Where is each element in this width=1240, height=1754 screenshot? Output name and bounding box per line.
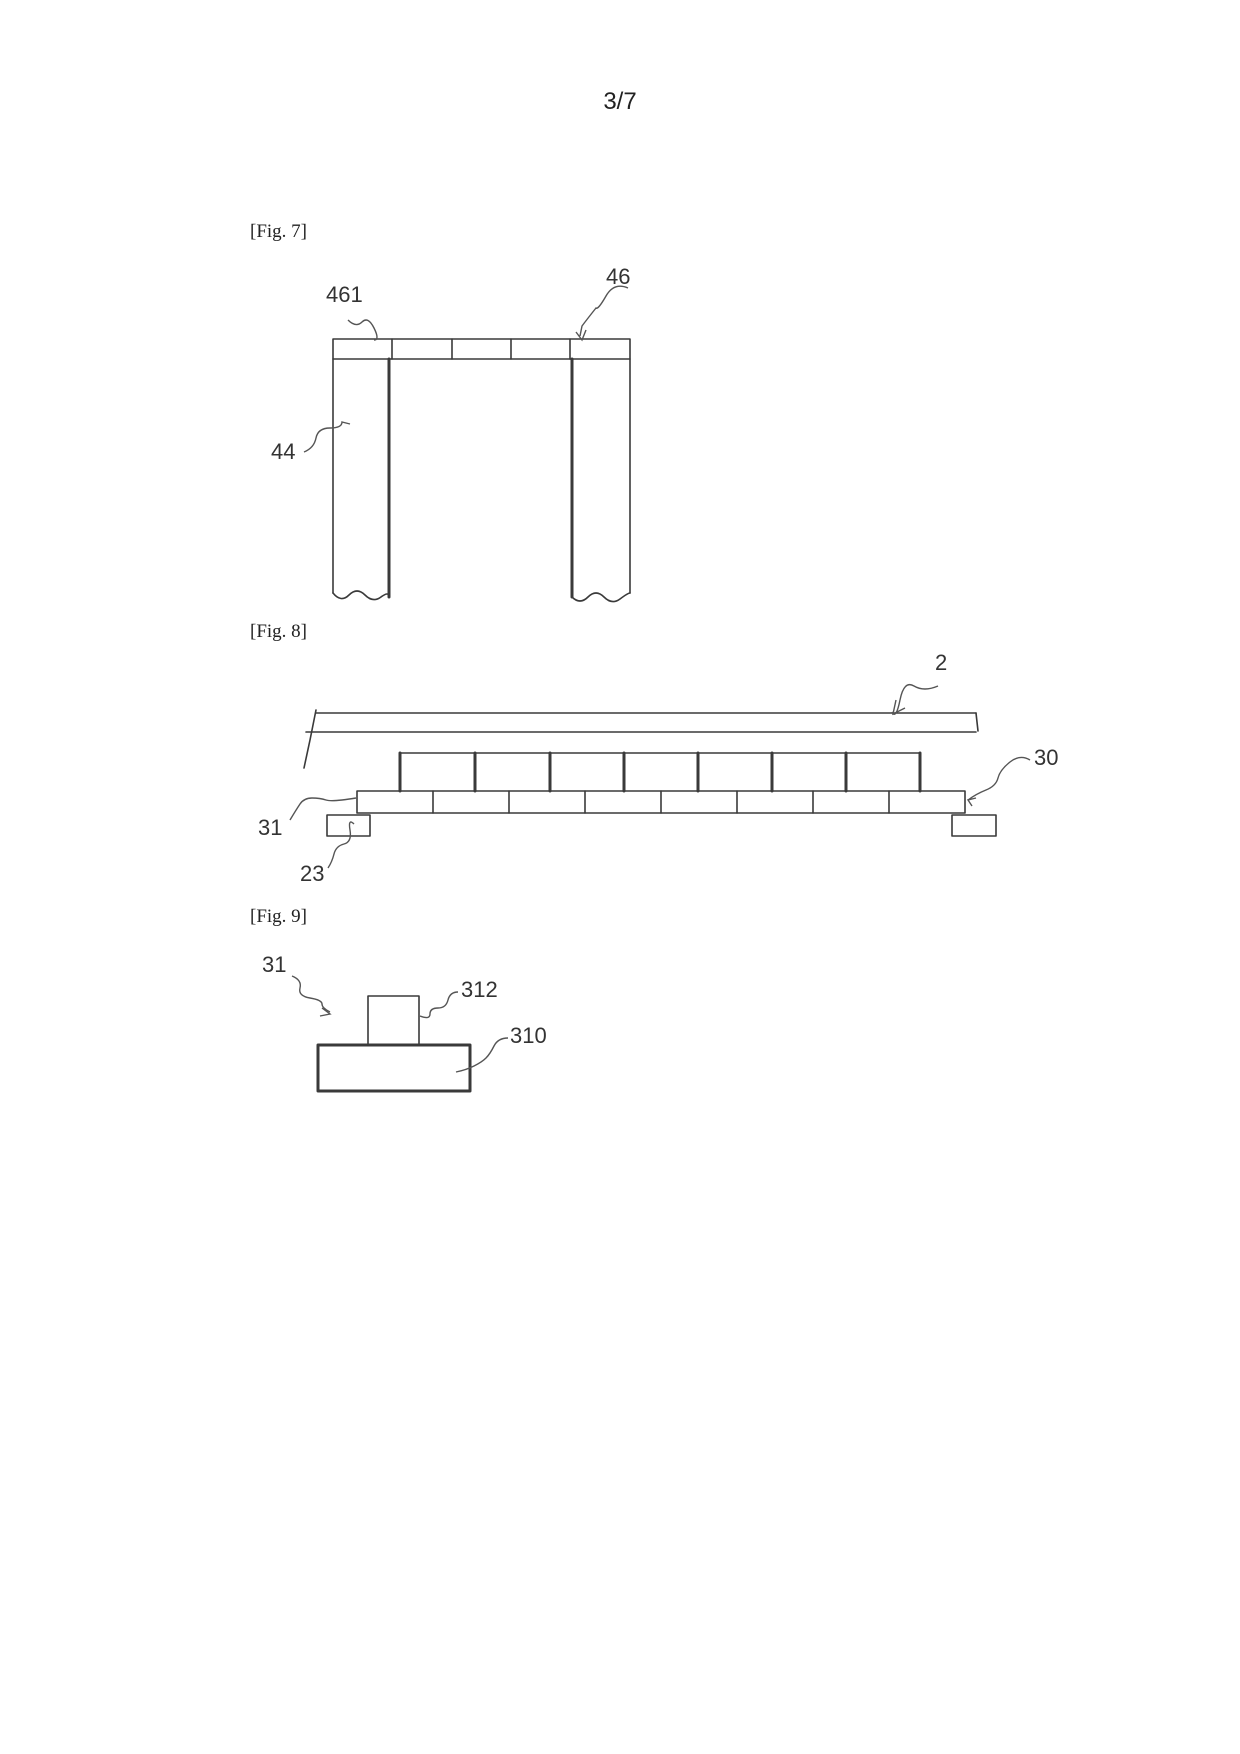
fig7-top-beam <box>332 338 631 360</box>
fig-7-caption: [Fig. 7] <box>250 221 307 242</box>
fig7-leader-46-arrow <box>575 329 587 342</box>
fig8-ref-2: 2 <box>935 650 947 675</box>
fig-9-caption: [Fig. 9] <box>250 906 307 927</box>
page-number: 3/7 <box>603 88 637 115</box>
fig8-support-left <box>326 814 371 837</box>
fig8-leader-30 <box>967 756 1031 801</box>
fig8-leader-30-arrow <box>966 797 977 807</box>
fig7-left-column <box>332 357 391 601</box>
fig8-support-right <box>951 814 997 837</box>
fig7-leader-461 <box>347 319 378 341</box>
fig9-ref-312: 312 <box>461 977 498 1002</box>
fig8-board-break-left <box>303 709 317 769</box>
fig8-upper-blocks <box>398 751 922 793</box>
fig9-base-310 <box>316 1043 472 1093</box>
fig7-right-column <box>570 357 631 603</box>
fig8-lower-course <box>356 790 966 814</box>
fig9-leader-31-arrow <box>319 1007 332 1017</box>
fig9-ref-310: 310 <box>510 1023 547 1048</box>
fig8-ref-23: 23 <box>300 861 324 886</box>
fig8-leader-2 <box>891 683 939 715</box>
fig9-leader-310 <box>455 1037 509 1073</box>
fig8-ref-31: 31 <box>258 815 282 840</box>
fig-8-caption: [Fig. 8] <box>250 621 307 642</box>
fig9-leader-31 <box>291 975 331 1013</box>
fig8-leader-31 <box>289 797 357 821</box>
fig9-leader-312 <box>419 991 459 1019</box>
fig7-leader-44 <box>303 421 351 453</box>
fig8-ref-30: 30 <box>1034 745 1058 770</box>
fig8-board-break-right <box>975 712 979 732</box>
fig-9-drawing: 31 312 310 <box>262 952 547 1093</box>
fig8-leader-2-arrow <box>892 699 906 716</box>
fig9-ref-31: 31 <box>262 952 286 977</box>
fig7-ref-44: 44 <box>271 439 295 464</box>
fig7-ref-46: 46 <box>606 264 630 289</box>
fig9-block-312 <box>367 995 420 1046</box>
fig-7-drawing: 461 46 44 <box>271 264 631 603</box>
fig8-leader-23 <box>327 821 355 869</box>
fig7-ref-461: 461 <box>326 282 363 307</box>
fig-8-drawing: 2 30 31 23 <box>258 650 1058 886</box>
fig7-leader-46 <box>579 285 629 337</box>
